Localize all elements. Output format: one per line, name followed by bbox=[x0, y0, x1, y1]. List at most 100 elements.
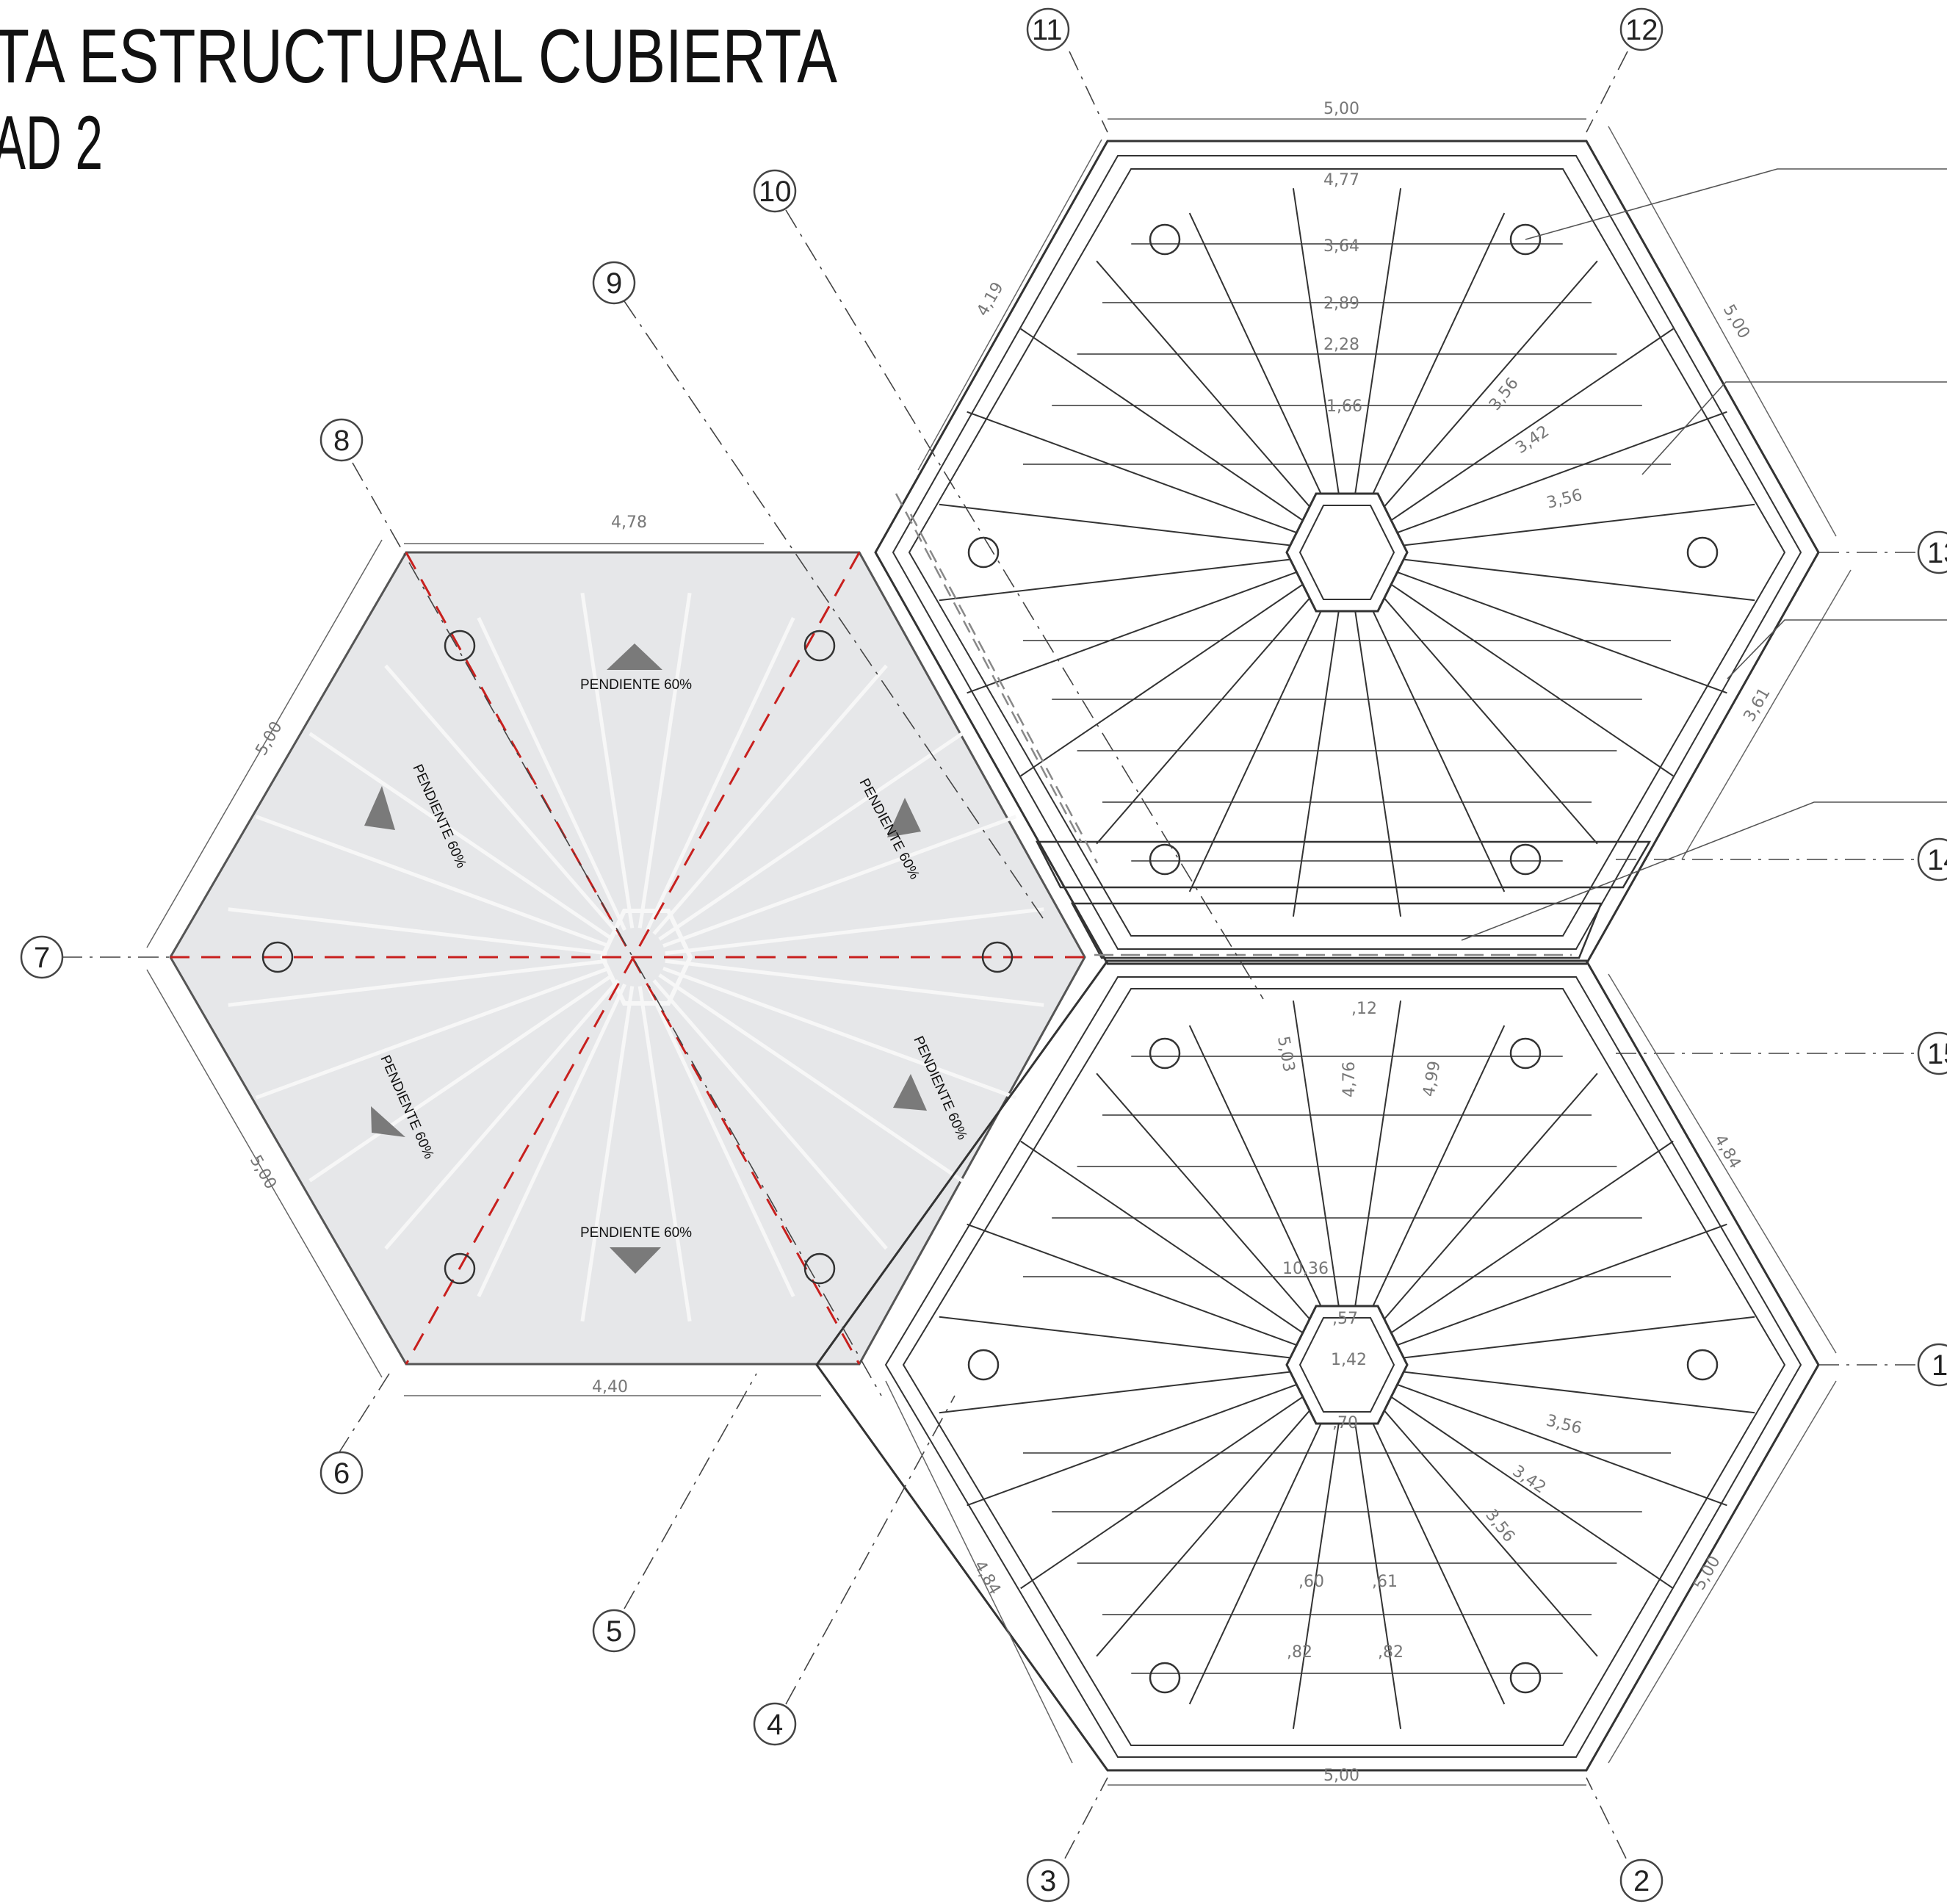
ridge-lines bbox=[170, 552, 1085, 1365]
top-rafter bbox=[1364, 575, 1598, 845]
dim-top-inner-2: 3,64 bbox=[1323, 237, 1359, 256]
axis-label-7: 7 bbox=[34, 942, 50, 974]
dim-bottom-hex-left-side: 4,84 bbox=[970, 1558, 1004, 1598]
left-rafter bbox=[228, 959, 607, 1007]
bottom-rafter bbox=[1376, 1368, 1755, 1414]
dim-top-inner-4: 2,28 bbox=[1323, 336, 1359, 354]
bottom-rafter bbox=[939, 1316, 1318, 1362]
top-rafter bbox=[1096, 260, 1330, 530]
slope-arrow-upper-right bbox=[887, 798, 921, 837]
left-rafter bbox=[646, 983, 795, 1297]
top-rafter bbox=[967, 411, 1321, 542]
dimension-texts: 4,78 4,40 5,00 5,00 5,00 4,77 3,64 2,89 … bbox=[246, 100, 1774, 1785]
top-rafter bbox=[939, 503, 1318, 549]
left-rafter bbox=[255, 815, 610, 948]
dim-left-side-lower: 5,00 bbox=[246, 1153, 280, 1193]
dim-top-hex-top: 5,00 bbox=[1323, 100, 1359, 118]
axis-label-12: 12 bbox=[1625, 14, 1658, 46]
axis-label-15: 15 bbox=[1927, 1038, 1947, 1070]
left-rafter bbox=[637, 986, 692, 1322]
left-rafter bbox=[477, 983, 626, 1297]
dim-mid-rafter-c: 4,99 bbox=[1420, 1059, 1444, 1098]
axis-label-1: 1 bbox=[1932, 1349, 1947, 1382]
bottom-rafter bbox=[1350, 1000, 1402, 1336]
top-roof-hexagon bbox=[874, 140, 1820, 965]
bottom-hex-inner bbox=[902, 988, 1786, 1746]
left-rafter bbox=[580, 986, 635, 1322]
dim-bottom-rafter-1: 3,56 bbox=[1545, 1412, 1584, 1438]
left-rafter bbox=[665, 907, 1044, 956]
top-rafter bbox=[1373, 411, 1727, 542]
slope-note-top: PENDIENTE 60% bbox=[580, 677, 692, 693]
axis-label-13: 13 bbox=[1927, 537, 1947, 569]
left-rafter bbox=[662, 966, 1017, 1100]
dim-bottom-hex-bottom: 5,00 bbox=[1323, 1767, 1359, 1785]
axis-label-14: 14 bbox=[1927, 844, 1947, 876]
bottom-rafter bbox=[1292, 1000, 1344, 1336]
dim-top-inner-5: 1,66 bbox=[1326, 397, 1362, 416]
axis-label-5: 5 bbox=[606, 1615, 622, 1648]
axis-label-8: 8 bbox=[333, 425, 350, 457]
bottom-rafter bbox=[1020, 1382, 1324, 1590]
top-rafter bbox=[967, 563, 1321, 694]
left-columns bbox=[261, 630, 1014, 1285]
axis-lines bbox=[62, 51, 1924, 1859]
top-hex-mid bbox=[892, 155, 1802, 950]
top-rafter bbox=[1020, 328, 1324, 536]
left-rafter bbox=[658, 973, 964, 1183]
dim-bottom-center-4: ,70 bbox=[1332, 1414, 1358, 1432]
dim-left-top: 4,78 bbox=[611, 513, 647, 532]
top-rafter bbox=[1020, 569, 1324, 777]
axis-label-9: 9 bbox=[606, 267, 622, 300]
top-rafter bbox=[1370, 328, 1674, 536]
dim-top-hex-left-side: 4,19 bbox=[974, 279, 1008, 320]
bottom-rafter bbox=[1096, 1388, 1330, 1657]
dim-right-side-mid: 3,61 bbox=[1741, 685, 1774, 725]
dim-bottom-center-3: 1,42 bbox=[1331, 1351, 1367, 1369]
top-rafter bbox=[1373, 563, 1727, 694]
slope-arrows bbox=[364, 643, 927, 1274]
bottom-rafter bbox=[1364, 1072, 1598, 1342]
top-rafter bbox=[1350, 581, 1402, 917]
dim-top-inner-3: 2,89 bbox=[1323, 295, 1359, 313]
plan-title-line-1: TA ESTRUCTURAL CUBIERTA bbox=[0, 14, 837, 99]
axis-bubbles bbox=[20, 7, 1947, 1903]
dim-bottom-small-3: ,82 bbox=[1287, 1643, 1312, 1662]
bottom-hex-outer bbox=[815, 959, 1820, 1772]
top-rafter bbox=[1096, 575, 1330, 845]
left-rafter bbox=[662, 815, 1017, 948]
dim-bottom-hex-right-side: 5,00 bbox=[1691, 1553, 1724, 1593]
bottom-hex-center-ring bbox=[1285, 1305, 1409, 1425]
dim-bottom-small-4: ,82 bbox=[1378, 1643, 1404, 1662]
dim-bottom-small-1: ,60 bbox=[1298, 1573, 1324, 1591]
left-roof-rafters bbox=[228, 592, 1044, 1322]
bottom-rafter bbox=[1350, 1393, 1402, 1729]
bottom-rafter bbox=[1292, 1393, 1344, 1729]
axis-label-10: 10 bbox=[759, 176, 792, 208]
bottom-rafter bbox=[1370, 1382, 1674, 1590]
top-rafter bbox=[1357, 212, 1506, 526]
top-rafter bbox=[1188, 212, 1337, 526]
left-rafter bbox=[652, 664, 888, 935]
axis-label-11: 11 bbox=[1032, 14, 1063, 46]
bottom-rafter bbox=[967, 1375, 1321, 1507]
slope-note-bottom: PENDIENTE 60% bbox=[580, 1225, 692, 1241]
top-hex-outer bbox=[874, 140, 1820, 965]
top-rafter bbox=[1370, 569, 1674, 777]
axis-label-6: 6 bbox=[333, 1457, 350, 1490]
dim-left-bottom: 4,40 bbox=[592, 1378, 628, 1396]
left-rafter bbox=[255, 966, 610, 1100]
bottom-hex-mid bbox=[884, 976, 1802, 1758]
dim-bottom-center-2: ,57 bbox=[1332, 1310, 1358, 1328]
dimension-lines bbox=[146, 118, 1852, 1786]
bottom-rafter bbox=[1188, 1391, 1337, 1705]
bottom-roof-hexagon bbox=[815, 959, 1820, 1772]
bottom-hex-center-ring-inner bbox=[1298, 1317, 1395, 1413]
top-hex-inner bbox=[908, 168, 1786, 937]
dim-mid-rafter-a: 5,03 bbox=[1274, 1035, 1298, 1074]
bottom-rafter bbox=[1364, 1388, 1598, 1657]
top-roof-purlins bbox=[1022, 243, 1672, 862]
left-rafter bbox=[477, 617, 626, 931]
dim-left-side-upper: 5,00 bbox=[253, 718, 286, 759]
